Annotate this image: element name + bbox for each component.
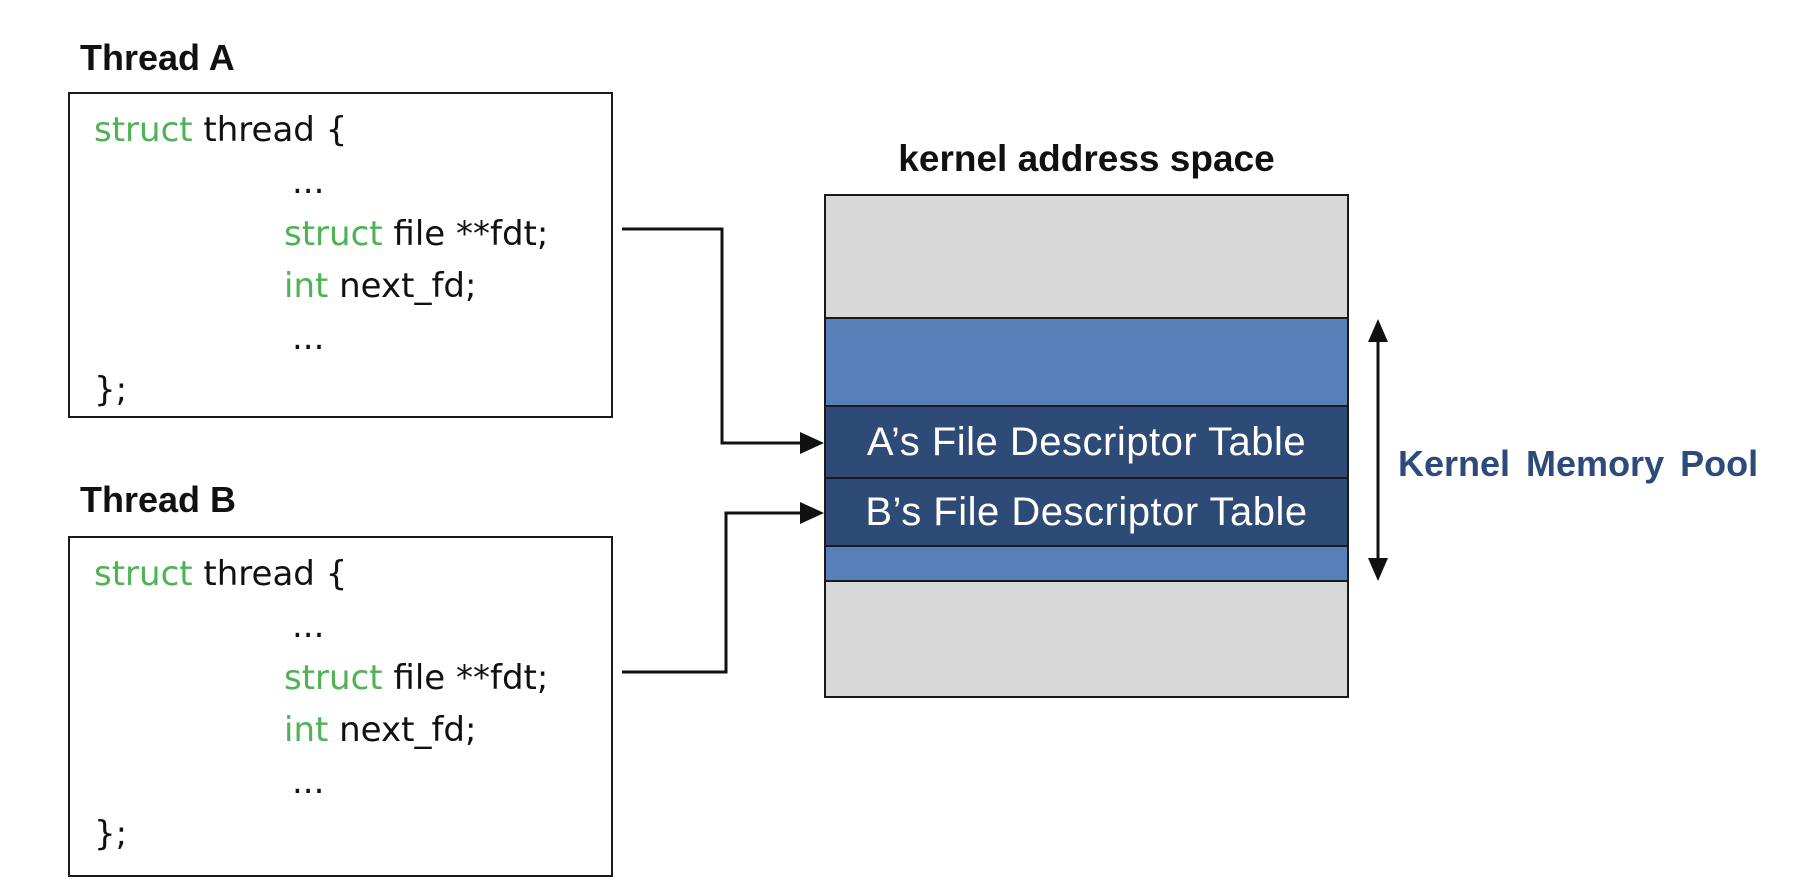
- thread-b-title: Thread B: [80, 479, 237, 520]
- keyword-struct: struct: [284, 214, 383, 254]
- arrow-a-to-fdt: [622, 227, 802, 445]
- keyword-struct: struct: [94, 554, 193, 594]
- code-line-ellipsis: ...: [292, 606, 325, 646]
- pool-label: Kernel Memory Pool: [1398, 443, 1759, 484]
- keyword-int: int: [284, 266, 329, 306]
- code-line-close-brace: };: [94, 370, 128, 410]
- code-line-fdt: struct file **fdt;: [284, 652, 548, 704]
- segment-pool-bottom: [826, 547, 1347, 582]
- thread-b-code-box: struct thread { ... struct file **fdt; i…: [68, 536, 613, 877]
- code-line-next-fd: int next_fd;: [284, 704, 476, 756]
- code-text: file **fdt;: [382, 658, 549, 698]
- fdt-a-label: A’s File Descriptor Table: [866, 419, 1307, 464]
- kernel-address-space-box: A’s File Descriptor Table B’s File Descr…: [824, 194, 1349, 698]
- keyword-struct: struct: [94, 110, 193, 150]
- segment-fdt-a: A’s File Descriptor Table: [826, 407, 1347, 479]
- fdt-b-label: B’s File Descriptor Table: [865, 489, 1308, 534]
- code-text: thread {: [192, 110, 348, 150]
- segment-pool-top: [826, 319, 1347, 407]
- code-line-ellipsis: ...: [292, 318, 325, 358]
- thread-a-code-box: struct thread { ... struct file **fdt; i…: [68, 92, 613, 418]
- code-line-ellipsis: ...: [292, 162, 325, 202]
- kernel-title: kernel address space: [898, 138, 1275, 179]
- keyword-struct: struct: [284, 658, 383, 698]
- code-text: thread {: [192, 554, 348, 594]
- code-line-struct-thread: struct thread {: [94, 548, 347, 600]
- code-text: next_fd;: [328, 710, 477, 750]
- code-text: file **fdt;: [382, 214, 549, 254]
- arrow-b-head-icon: [800, 502, 824, 524]
- arrow-a-head-icon: [800, 432, 824, 454]
- code-line-fdt: struct file **fdt;: [284, 208, 548, 260]
- code-line-close-brace: };: [94, 814, 128, 854]
- segment-free-bottom: [826, 582, 1347, 696]
- pool-extent-arrow-top-head-icon: [1368, 319, 1388, 342]
- code-line-next-fd: int next_fd;: [284, 260, 476, 312]
- code-line-struct-thread: struct thread {: [94, 104, 347, 156]
- code-line-ellipsis: ...: [292, 762, 325, 802]
- code-text: next_fd;: [328, 266, 477, 306]
- segment-free-top: [826, 196, 1347, 319]
- thread-a-title: Thread A: [80, 37, 235, 78]
- keyword-int: int: [284, 710, 329, 750]
- arrow-b-to-fdt: [622, 511, 802, 674]
- segment-fdt-b: B’s File Descriptor Table: [826, 479, 1347, 547]
- pool-extent-arrow-bottom-head-icon: [1368, 558, 1388, 581]
